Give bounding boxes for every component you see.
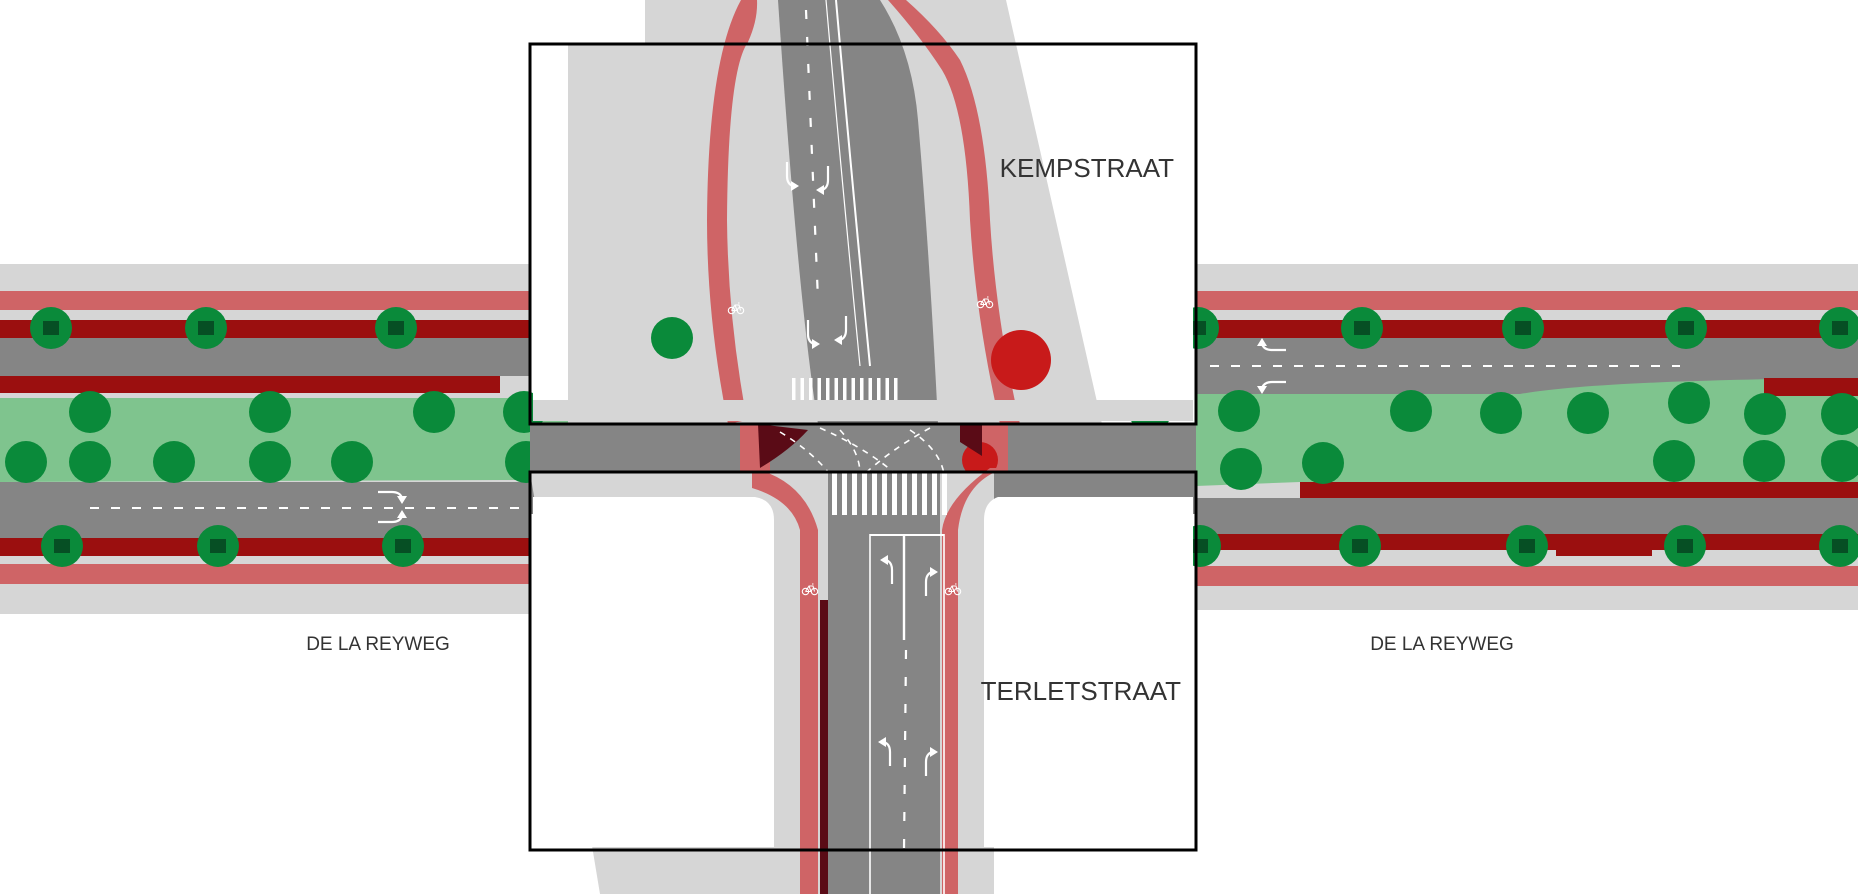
zebra-stripe [868,378,872,418]
inset-north-white [533,47,1193,421]
south-street-label: TERLETSTRAAT [981,676,1181,706]
north-street-label: KEMPSTRAAT [1000,153,1174,183]
zebra-stripe [817,378,821,418]
tree-removed-icon [991,330,1051,390]
zebra-crossing-south [832,472,947,515]
zebra-stripe [860,378,864,418]
zebra-stripe [842,472,847,515]
zebra-stripe [885,378,889,418]
inset-frame-south [528,470,1198,852]
zebra-stripe [834,378,838,418]
zebra-stripe [894,378,898,418]
zebra-stripe [932,472,937,515]
zebra-stripe [800,378,804,418]
zebra-stripe [882,472,887,515]
zebra-stripe [843,378,847,418]
zebra-crossing-north [792,378,898,418]
inset-south-white [533,497,1193,847]
inset-frame-north [528,42,1198,426]
zebra-stripe [851,378,855,418]
zebra-stripe [862,472,867,515]
zebra-stripe [877,378,881,418]
west-street-label: DE LA REYWEG [306,634,450,655]
zebra-stripe [826,378,830,418]
zebra-stripe [902,472,907,515]
west-street-arm [0,264,600,614]
zebra-stripe [809,378,813,418]
zebra-stripe [872,472,877,515]
zebra-stripe [922,472,927,515]
zebra-stripe [792,378,796,418]
east-street-arm [1129,264,1858,610]
zebra-stripe [892,472,897,515]
zebra-stripe [852,472,857,515]
zebra-stripe [832,472,837,515]
zebra-stripe [912,472,917,515]
zebra-stripe [942,472,947,515]
east-street-label: DE LA REYWEG [1370,634,1514,655]
north-street-arm [568,0,1102,424]
